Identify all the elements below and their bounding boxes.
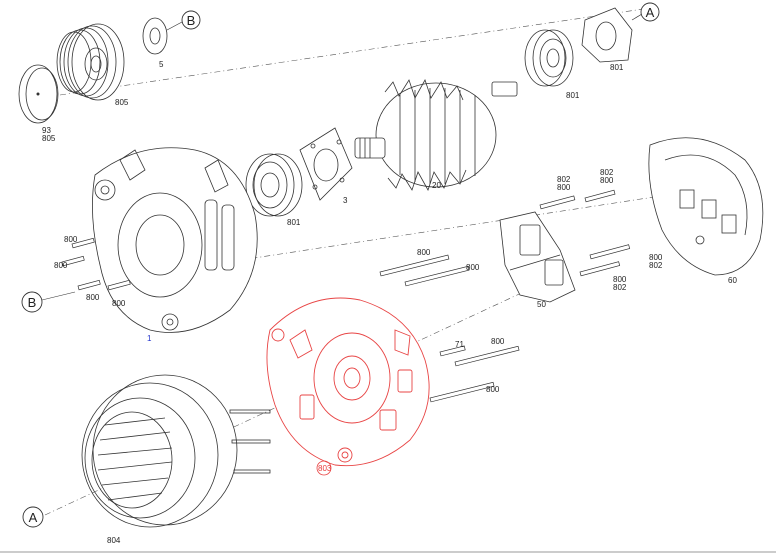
label-stator: 804	[107, 536, 121, 545]
pulley	[56, 23, 125, 101]
callout-a-bottom: A	[22, 506, 44, 528]
lower-bolts	[429, 345, 520, 403]
label-bolt-left-3: 800	[86, 293, 100, 302]
drive-end-housing	[92, 147, 258, 333]
label-cap-top: 93	[42, 126, 51, 135]
label-bolt-reg-top-3: 802	[600, 168, 614, 177]
label-washer: 5	[159, 60, 164, 69]
callout-b-top-label: B	[187, 13, 196, 28]
label-housing: 1	[147, 334, 152, 343]
callout-a-bottom-label: A	[29, 510, 38, 525]
label-bolt-left-1: 800	[64, 235, 78, 244]
rotor	[354, 79, 518, 191]
label-bolt-upper-b: 800	[466, 263, 480, 272]
label-bolt-reg-right-3: 800	[613, 275, 627, 284]
left-bolt-group	[61, 237, 131, 291]
rear-bearing	[524, 29, 574, 87]
label-cap-bottom: 805	[42, 134, 56, 143]
callout-b-left-label: B	[28, 295, 37, 310]
callout-a-top-label: A	[646, 5, 655, 20]
label-bolt-reg-top-2: 800	[557, 183, 571, 192]
rectifier-cover	[648, 137, 764, 276]
slip-ring-end-frame	[266, 297, 430, 467]
label-bolt-reg-right-1: 800	[649, 253, 663, 262]
front-bearing	[245, 153, 303, 217]
label-rectifier-cover: 60	[728, 276, 737, 285]
label-bolt-left-2: 800	[54, 261, 68, 270]
label-front-bearing: 801	[287, 218, 301, 227]
label-end-frame: 803	[318, 464, 332, 473]
voltage-regulator	[499, 211, 576, 303]
label-bolt-reg-right-4: 802	[613, 283, 627, 292]
upper-long-bolts	[379, 254, 470, 287]
label-bolt-lower-b: 800	[486, 385, 500, 394]
label-bolt-reg-top-4: 800	[600, 176, 614, 185]
label-bolt-left-4: 800	[112, 299, 126, 308]
label-bolt-upper-a: 800	[417, 248, 431, 257]
stator	[81, 374, 271, 528]
label-rear-bearing: 801	[566, 91, 580, 100]
callout-a-top: A	[640, 2, 660, 22]
top-axis-line	[59, 7, 651, 96]
label-regulator: 50	[537, 300, 546, 309]
label-bolt-reg-right-2: 802	[649, 261, 663, 270]
middle-axis-line	[109, 189, 701, 281]
regulator-bolts	[539, 189, 631, 277]
label-bolt-reg-top-1: 802	[557, 175, 571, 184]
label-stud: 71	[455, 340, 464, 349]
label-slip-ring-cover: 801	[610, 63, 624, 72]
label-pulley: 805	[115, 98, 129, 107]
washer	[142, 17, 183, 55]
callout-b-top: B	[181, 10, 201, 30]
label-rotor: 20	[432, 181, 441, 190]
label-retainer: 3	[343, 196, 348, 205]
end-cap	[18, 64, 59, 124]
retainer-plate	[299, 127, 353, 201]
end-frame-label-ring	[316, 460, 332, 476]
slip-ring-cover	[581, 7, 643, 63]
label-bolt-lower-a: 800	[491, 337, 505, 346]
callout-b-left: B	[21, 291, 76, 313]
